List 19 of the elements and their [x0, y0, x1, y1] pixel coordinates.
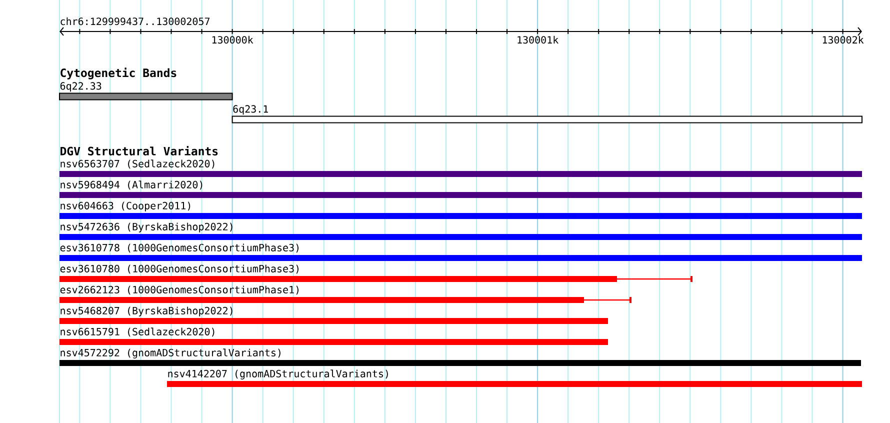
- variant-label: nsv604663 (Cooper2011): [60, 202, 190, 212]
- variant-label: nsv4572292 (gnomADStructuralVariants): [60, 348, 280, 358]
- scale-label: 130002k: [822, 36, 864, 44]
- band-label: 6q22.33: [60, 82, 102, 92]
- variant-label: nsv5472636 (ByrskaBishop2022): [60, 222, 232, 232]
- variant-label: nsv5468207 (ByrskaBishop2022): [60, 306, 232, 316]
- variant-label: esv3610778 (1000GenomesConsortiumPhase3): [60, 244, 298, 253]
- variant-label: nsv6615791 (Sedlazeck2020): [60, 328, 214, 337]
- scale-label: 130000k: [212, 36, 254, 44]
- variant-label: esv2662123 (1000GenomesConsortiumPhase1): [60, 286, 298, 295]
- track-title: Cytogenetic Bands: [60, 68, 176, 80]
- band-label: 6q23.1: [233, 105, 268, 115]
- track-title: DGV Structural Variants: [60, 146, 218, 156]
- variant-label: esv3610780 (1000GenomesConsortiumPhase3): [60, 264, 298, 274]
- variant-label: nsv5968494 (Almarri2020): [60, 180, 202, 190]
- variant-label: nsv4142207 (gnomADStructuralVariants): [168, 370, 388, 380]
- coordinate-label: chr6:129999437..130002057: [60, 17, 210, 26]
- variant-label: nsv6563707 (Sedlazeck2020): [60, 160, 214, 169]
- scale-label: 130001k: [518, 36, 558, 44]
